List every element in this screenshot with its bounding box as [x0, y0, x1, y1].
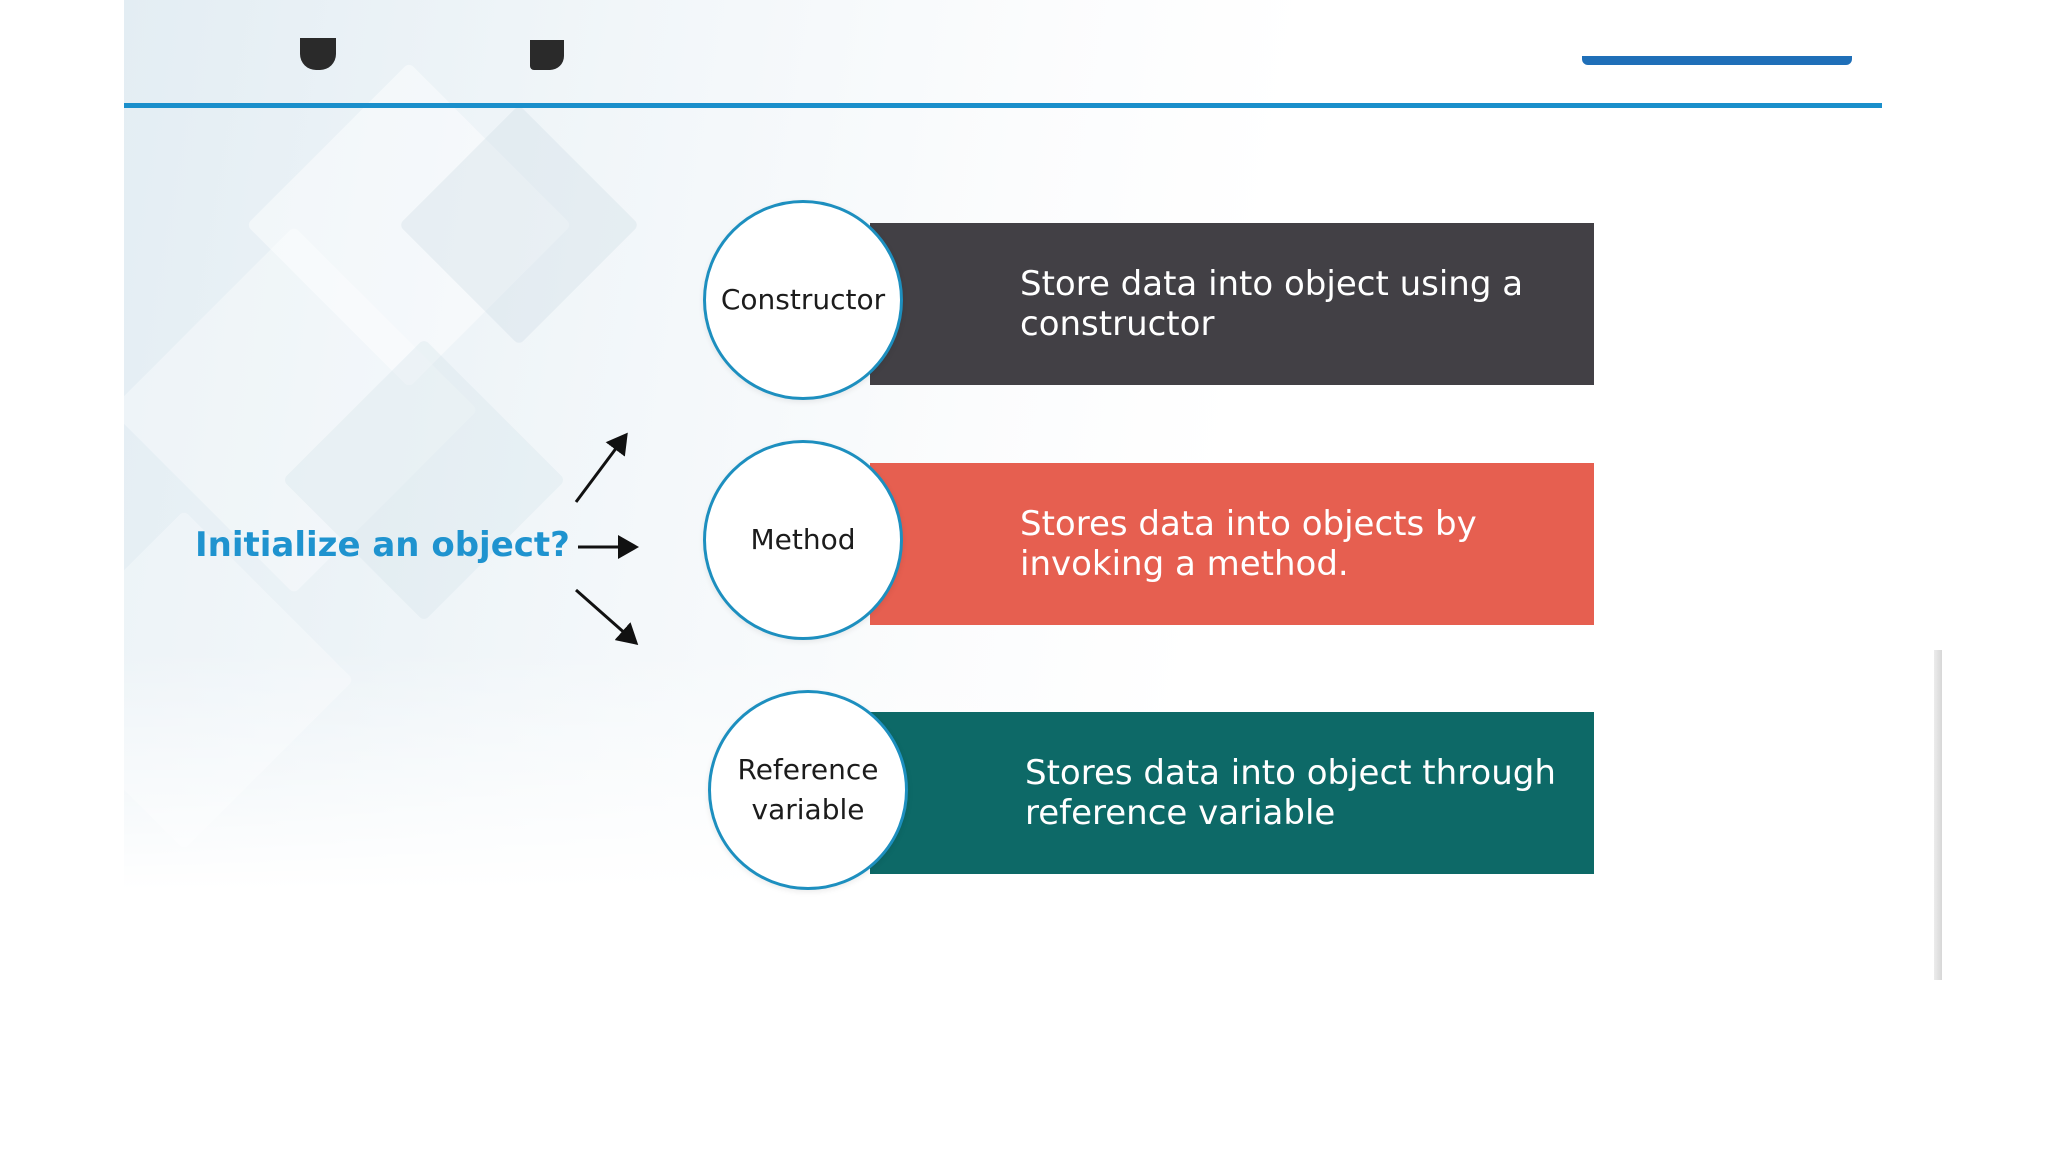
row-bar-method: Stores data into objects by invoking a m… [870, 463, 1594, 625]
row-circle-label: Constructor [720, 283, 886, 316]
scroll-edge-shadow [1934, 650, 1942, 980]
row-description-method: Stores data into objects by invoking a m… [1020, 504, 1477, 584]
row-circle-method: Method [703, 440, 903, 640]
row-circle-reference-variable: Reference variable [708, 690, 908, 890]
row-bar-constructor: Store data into object using a construct… [870, 223, 1594, 385]
cropped-title-fragment [530, 40, 564, 70]
header-rule [124, 103, 1882, 108]
arrow-up-right [574, 432, 628, 503]
row-bar-reference-variable: Stores data into object through referenc… [870, 712, 1594, 874]
cropped-logo-fragment [1582, 56, 1852, 65]
question-label: Initialize an object? [195, 525, 570, 565]
cropped-title-fragment [300, 38, 336, 70]
branch-arrows [574, 432, 639, 645]
row-circle-label: Reference variable [737, 753, 879, 826]
row-circle-constructor: Constructor [703, 200, 903, 400]
row-description-constructor: Store data into object using a construct… [1020, 264, 1524, 344]
arrow-down-right [575, 588, 639, 645]
row-circle-label: Method [750, 523, 856, 556]
row-description-reference-variable: Stores data into object through referenc… [1025, 753, 1556, 833]
